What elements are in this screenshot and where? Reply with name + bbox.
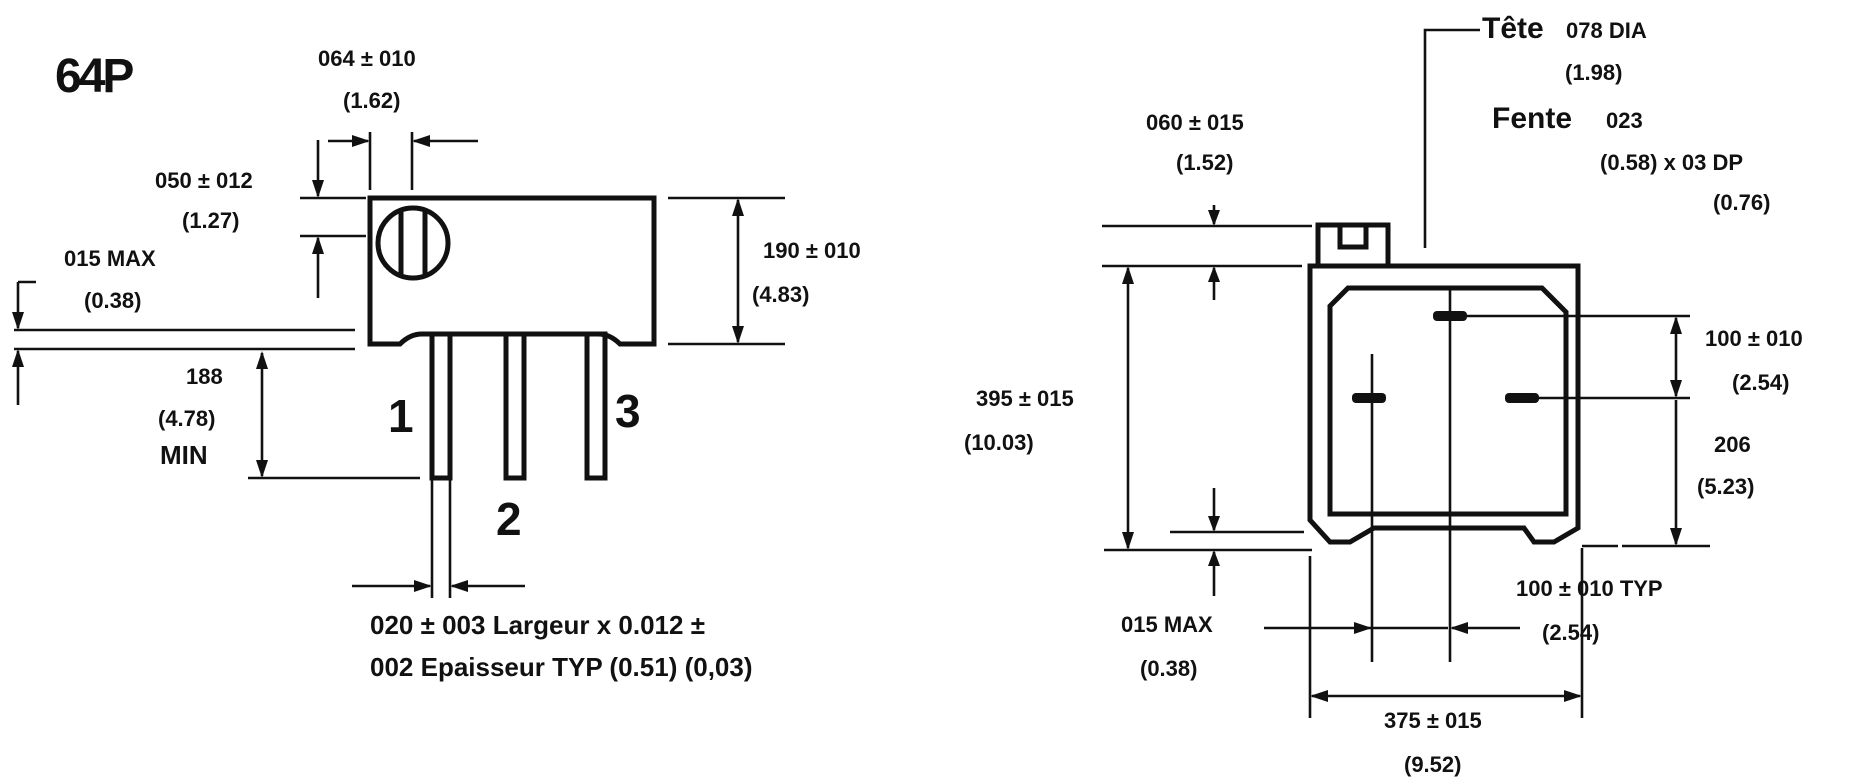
svg-text:100 ± 010: 100 ± 010 — [1705, 326, 1803, 351]
dim-100-right: 100 ± 010 (2.54) — [1670, 316, 1803, 398]
svg-text:023: 023 — [1606, 108, 1643, 133]
dim-015-max-right: 015 MAX (0.38) — [1121, 488, 1448, 681]
dim-188: 188 (4.78) MIN — [158, 351, 420, 480]
right-front-view: Tête 078 DIA (1.98) Fente 023 (0.58) x 0… — [964, 12, 1803, 777]
svg-text:188: 188 — [186, 364, 223, 389]
svg-text:060 ± 015: 060 ± 015 — [1146, 110, 1244, 135]
svg-text:(2.54): (2.54) — [1542, 620, 1599, 645]
pin-3-label: 3 — [615, 385, 641, 437]
dim-395: 395 ± 015 (10.03) — [964, 266, 1312, 552]
svg-text:064 ± 010: 064 ± 010 — [318, 46, 416, 71]
svg-text:050 ± 012: 050 ± 012 — [155, 168, 253, 193]
pin-1 — [429, 331, 453, 481]
svg-text:078 DIA: 078 DIA — [1566, 18, 1647, 43]
svg-text:(2.54): (2.54) — [1732, 370, 1789, 395]
screw-slot — [1337, 225, 1369, 250]
svg-text:(0.58) x 03 DP: (0.58) x 03 DP — [1600, 150, 1743, 175]
tete-callout: Tête 078 DIA (1.98) — [1423, 12, 1647, 248]
dim-064: 064 ± 010 (1.62) — [318, 46, 478, 190]
pins — [429, 331, 608, 481]
svg-text:395 ± 015: 395 ± 015 — [976, 386, 1074, 411]
pin-note-line-1: 020 ± 003 Largeur x 0.012 ± — [370, 610, 705, 640]
left-side-view: 64P 1 2 3 064 ± 010 (1.62) — [12, 46, 861, 682]
left-body-outline — [367, 195, 657, 347]
svg-text:100 ± 010 TYP: 100 ± 010 TYP — [1516, 576, 1663, 601]
svg-text:(1.52): (1.52) — [1176, 150, 1233, 175]
svg-text:190 ± 010: 190 ± 010 — [763, 238, 861, 263]
svg-text:015 MAX: 015 MAX — [64, 246, 156, 271]
model-label: 64P — [55, 50, 133, 103]
pin-2 — [503, 331, 527, 481]
svg-text:(10.03): (10.03) — [964, 430, 1034, 455]
pin-2-label: 2 — [496, 493, 522, 545]
svg-text:206: 206 — [1714, 432, 1751, 457]
pin-note-line-2: 002 Epaisseur TYP (0.51) (0,03) — [370, 652, 753, 682]
svg-text:015 MAX: 015 MAX — [1121, 612, 1213, 637]
pin-1-label: 1 — [388, 390, 414, 442]
dim-050: 050 ± 012 (1.27) — [155, 140, 366, 298]
svg-text:(1.27): (1.27) — [182, 208, 239, 233]
dim-190: 190 ± 010 (4.83) — [668, 196, 861, 346]
svg-text:Tête: Tête — [1482, 12, 1544, 45]
svg-text:(4.83): (4.83) — [752, 282, 809, 307]
svg-text:375 ± 015: 375 ± 015 — [1384, 708, 1482, 733]
centerlines — [1352, 288, 1690, 662]
right-body-outline — [1307, 263, 1581, 545]
svg-text:(1.98): (1.98) — [1565, 60, 1622, 85]
svg-text:(1.62): (1.62) — [343, 88, 400, 113]
dim-375: 375 ± 015 (9.52) — [1308, 544, 1618, 777]
svg-text:(0.76): (0.76) — [1713, 190, 1770, 215]
svg-text:(0.38): (0.38) — [1140, 656, 1197, 681]
dim-015-max-left: 015 MAX (0.38) — [12, 246, 355, 405]
dim-100-typ: 100 ± 010 TYP (2.54) — [1450, 576, 1663, 645]
screw-head-outline — [1315, 222, 1391, 265]
svg-text:MIN: MIN — [160, 440, 208, 470]
svg-text:Fente: Fente — [1492, 102, 1572, 135]
adjustment-screw-icon — [375, 205, 451, 281]
pin-3 — [584, 331, 608, 481]
svg-text:(9.52): (9.52) — [1404, 752, 1461, 777]
svg-text:(0.38): (0.38) — [84, 288, 141, 313]
inner-frame — [1327, 285, 1569, 517]
dim-pin-width: 020 ± 003 Largeur x 0.012 ± 002 Epaisseu… — [352, 480, 753, 682]
dim-206: 206 (5.23) — [1622, 400, 1754, 548]
svg-text:(5.23): (5.23) — [1697, 474, 1754, 499]
svg-text:(4.78): (4.78) — [158, 406, 215, 431]
dim-060: 060 ± 015 (1.52) — [1102, 110, 1312, 300]
fente-callout: Fente 023 (0.58) x 03 DP (0.76) — [1492, 102, 1770, 215]
